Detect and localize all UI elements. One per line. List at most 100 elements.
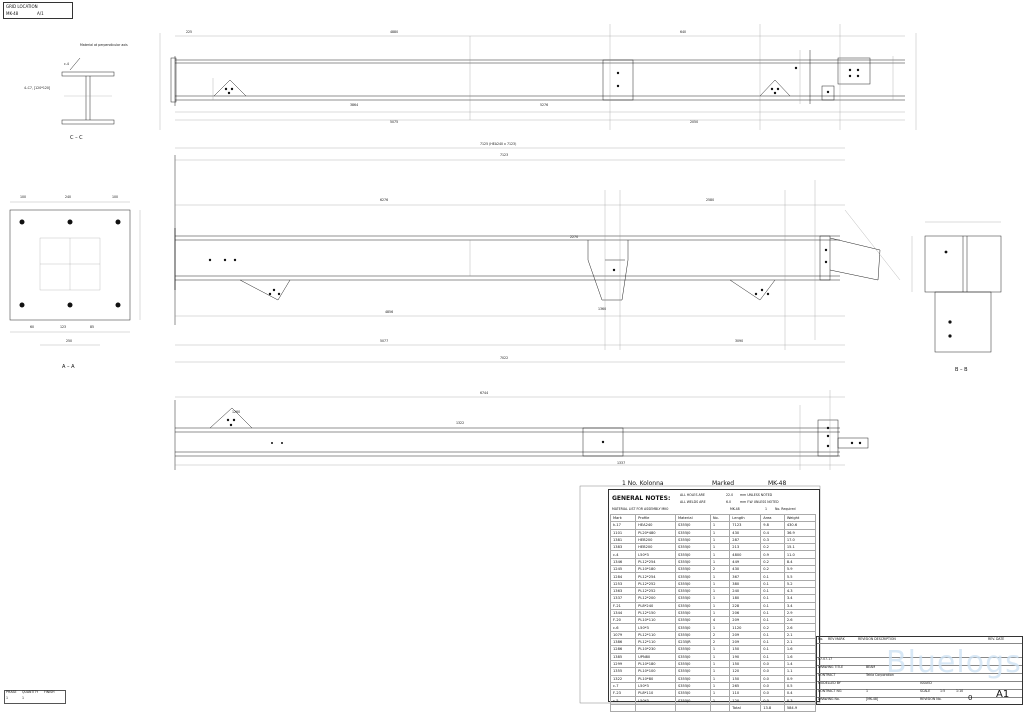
bom-cell: S355J0 xyxy=(674,535,711,545)
bom-cell: S355J0 xyxy=(674,645,711,654)
bom-cell: k-17 xyxy=(609,521,637,530)
section-cc-note: Material at perpendicular axis xyxy=(80,43,128,47)
bom-cell: S355J0 xyxy=(674,601,711,610)
bom-cell: 110 xyxy=(729,689,762,698)
bom-cell: 11.0 xyxy=(783,550,817,559)
bom-cell: S355J0 xyxy=(674,550,711,559)
top-dim-0: 225 xyxy=(186,30,193,34)
bom-cell: PL12*252 xyxy=(635,579,676,588)
middle-overall: 7125 (HEA240 x 7123) xyxy=(480,142,517,146)
bom-header-cell: Length xyxy=(729,513,762,523)
bolt-holes xyxy=(19,66,952,448)
bom-cell: 0.4 xyxy=(760,528,785,537)
bottom-dim-0: 6744 xyxy=(480,391,489,395)
bom-cell: 430 xyxy=(729,528,762,537)
bom-cell: 1 xyxy=(709,696,731,705)
top-dim-6: 3864 xyxy=(350,103,359,107)
bom-cell: 0.1 xyxy=(760,572,785,581)
material-list-mk: MK-48 xyxy=(730,507,740,511)
bom-cell: c-7 xyxy=(609,681,637,691)
section-bb-label: B – B xyxy=(955,367,968,373)
bom-empty-cell xyxy=(635,703,676,712)
contract-no: 1 xyxy=(866,689,869,693)
holes-label: ALL HOLES ARE xyxy=(680,493,705,497)
bom-empty-cell xyxy=(674,703,711,712)
middle-dim-5: 7022 xyxy=(500,356,509,360)
bom-cell: 449 xyxy=(729,557,762,567)
bom-cell: 0.2 xyxy=(760,557,785,567)
bom-cell: 4 xyxy=(709,616,731,625)
bom-cell: 1 xyxy=(709,579,731,588)
bom-cell: 0.3 xyxy=(783,696,817,705)
bom-cell: 150 xyxy=(729,659,762,669)
grid-location-title: GRID LOCATION xyxy=(6,4,38,9)
top-view-drawing xyxy=(170,24,905,130)
contract-no-label: CONTRACT NO. xyxy=(818,689,843,693)
bom-cell: 1 xyxy=(709,674,731,683)
bom-cell: L50*3 xyxy=(635,696,676,705)
bom-cell: 7123 xyxy=(729,521,762,530)
rev-h-no: No. xyxy=(818,637,824,641)
top-dim-1: 4880 xyxy=(390,30,399,34)
bom-cell: 0.0 xyxy=(760,659,785,669)
middle-dim-4: 3090 xyxy=(735,339,744,343)
drawing-title-label: DRAWING TITLE xyxy=(818,665,844,669)
bom-cell: 2.6 xyxy=(783,616,817,625)
bom-cell: 9.8 xyxy=(760,521,785,530)
bom-cell: S235JR xyxy=(674,638,711,647)
bom-cell: L50*3 xyxy=(635,550,676,559)
bom-cell: F-20 xyxy=(609,616,637,625)
bom-cell: 1 xyxy=(709,535,731,545)
bom-cell: PL12*200 xyxy=(635,594,676,603)
bom-cell: 287 xyxy=(729,535,762,545)
rev-h-date: REV. DATE xyxy=(988,637,1005,641)
rev-h-desc: REVISION DESCRIPTION xyxy=(858,637,896,641)
bom-total-cell: 584.9 xyxy=(783,703,817,712)
bom-cell: 120 xyxy=(729,667,762,676)
bom-cell: 1381 xyxy=(609,535,637,545)
bom-cell: 2.6 xyxy=(783,623,817,632)
bom-cell: S355J0 xyxy=(674,543,711,552)
middle-dim-1: 6276 xyxy=(380,198,389,202)
bom-cell: 17.0 xyxy=(783,535,817,545)
bom-cell: 1 xyxy=(709,667,731,676)
rev-date: 07.07.17 xyxy=(818,657,833,661)
bom-cell: 209 xyxy=(729,630,762,640)
bom-cell: 228 xyxy=(729,601,762,610)
quantity-label: QUANTITY xyxy=(22,690,39,694)
middle-dim-7: 1360 xyxy=(598,307,607,311)
bom-cell: 1 xyxy=(709,681,731,691)
bom-cell: S355J0 xyxy=(674,667,711,676)
bom-cell: 1284 xyxy=(609,572,637,581)
bom-cell: PL10*80 xyxy=(635,674,676,683)
bom-cell: 0.1 xyxy=(760,601,785,610)
bom-cell: 36.9 xyxy=(783,528,817,537)
bom-cell: 1355 xyxy=(609,667,637,676)
section-cc-label: C – C xyxy=(70,135,83,141)
marked-value: MK-48 xyxy=(768,480,787,487)
bom-cell: 0.0 xyxy=(760,681,785,691)
bom-cell: 1 xyxy=(709,550,731,559)
scale-2: 1:10 xyxy=(956,689,964,693)
bom-cell: 3.4 xyxy=(783,594,817,603)
bom-cell: 0.9 xyxy=(783,674,817,683)
bom-cell: S355J0 xyxy=(674,608,711,618)
bom-cell: 0.9 xyxy=(760,550,785,559)
bom-cell: 1.6 xyxy=(783,652,817,661)
aa-dim-5: 60 xyxy=(30,325,35,329)
aa-dim-2: 100 xyxy=(112,195,119,199)
bom-cell: 8.4 xyxy=(783,557,817,567)
bom-cell: 1120 xyxy=(729,623,762,632)
bom-cell: 2.9 xyxy=(783,608,817,618)
bom-cell: 1322 xyxy=(609,674,637,683)
